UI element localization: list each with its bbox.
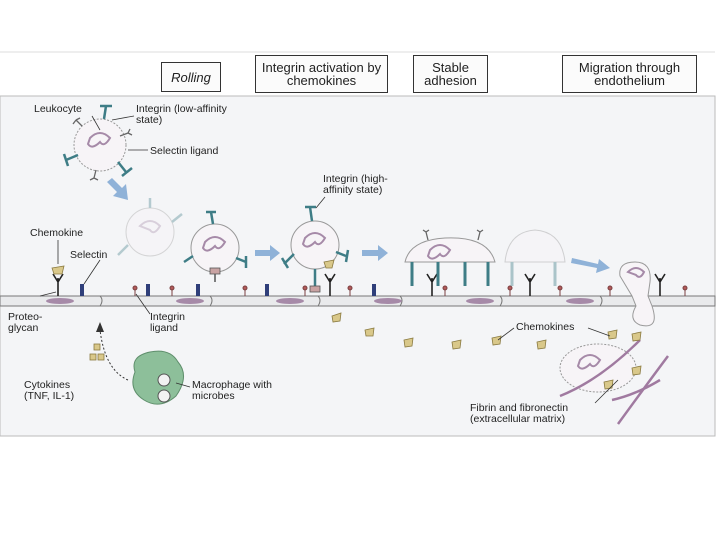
- proteoglycans: [52, 273, 666, 296]
- label-chemokines: Chemokines: [516, 321, 575, 333]
- label-cytokines: Cytokines (TNF, IL-1): [24, 379, 75, 402]
- leukocyte-adherent: [404, 229, 496, 286]
- stage-migration-label: Migration through endothelium: [578, 60, 681, 88]
- selectins: [80, 284, 376, 296]
- leukocyte-activated: [280, 205, 350, 293]
- stage-arrows: [107, 178, 610, 273]
- endothelium: [0, 295, 716, 307]
- macrophage: [132, 350, 184, 405]
- integrin-ligands: [132, 285, 688, 296]
- leukocyte-free: [62, 104, 133, 181]
- leukocyte-adherent-ghost: [504, 229, 566, 286]
- leukocyte-in-tissue: [559, 343, 637, 393]
- stage-rolling-label: Rolling: [171, 69, 211, 85]
- leukocyte-rolling-ghost: [117, 198, 183, 257]
- stage-migration: Migration through endothelium: [562, 55, 697, 93]
- label-selectin-ligand: Selectin ligand: [150, 145, 219, 157]
- endothelial-nucleus: [46, 298, 74, 304]
- stage-integrin-activation-label: Integrin activation by chemokines: [261, 60, 382, 88]
- stage-integrin-activation: Integrin activation by chemokines: [255, 55, 388, 93]
- stage-stable-adhesion-label: Stable adhesion: [424, 60, 477, 88]
- stage-rolling: Rolling: [161, 62, 221, 92]
- label-proteoglycan: Proteo-glycan: [8, 311, 43, 334]
- leukocyte-migrating: [619, 261, 655, 327]
- label-macrophage: Macrophage with microbes: [192, 379, 272, 402]
- endothelial-nucleus: [374, 298, 402, 304]
- endothelial-nucleus: [176, 298, 204, 304]
- stage-stable-adhesion: Stable adhesion: [413, 55, 488, 93]
- chemokines-tissue: [331, 312, 642, 390]
- endothelial-nucleus: [276, 298, 304, 304]
- fibrin-fibers: [559, 339, 670, 425]
- label-integrin-high: Integrin (high-affinity state): [323, 173, 388, 196]
- endothelial-nucleus: [566, 298, 594, 304]
- label-integrin-low: Integrin (low-affinity state): [136, 103, 227, 126]
- label-integrin-ligand: Integrin ligand: [150, 311, 186, 334]
- label-leukocyte: Leukocyte: [34, 103, 82, 115]
- label-fibrin: Fibrin and fibronectin (extracellular ma…: [470, 402, 569, 425]
- label-chemokine: Chemokine: [30, 227, 84, 239]
- leader-lines: [39, 115, 619, 404]
- chemokine-on-proteoglycan: [51, 265, 65, 275]
- leukocyte-rolling: [183, 210, 248, 282]
- cytokines: [89, 343, 105, 361]
- cytokine-signal-arrow: [99, 329, 129, 381]
- endothelial-nucleus: [466, 298, 494, 304]
- label-selectin: Selectin: [70, 249, 108, 261]
